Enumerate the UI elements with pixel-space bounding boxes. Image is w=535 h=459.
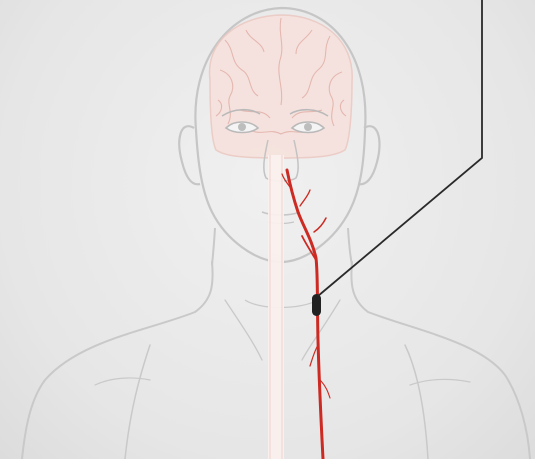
carotid-artery	[282, 170, 330, 459]
implant-device	[312, 294, 321, 316]
brain	[210, 15, 353, 158]
spinal-column	[268, 155, 284, 459]
